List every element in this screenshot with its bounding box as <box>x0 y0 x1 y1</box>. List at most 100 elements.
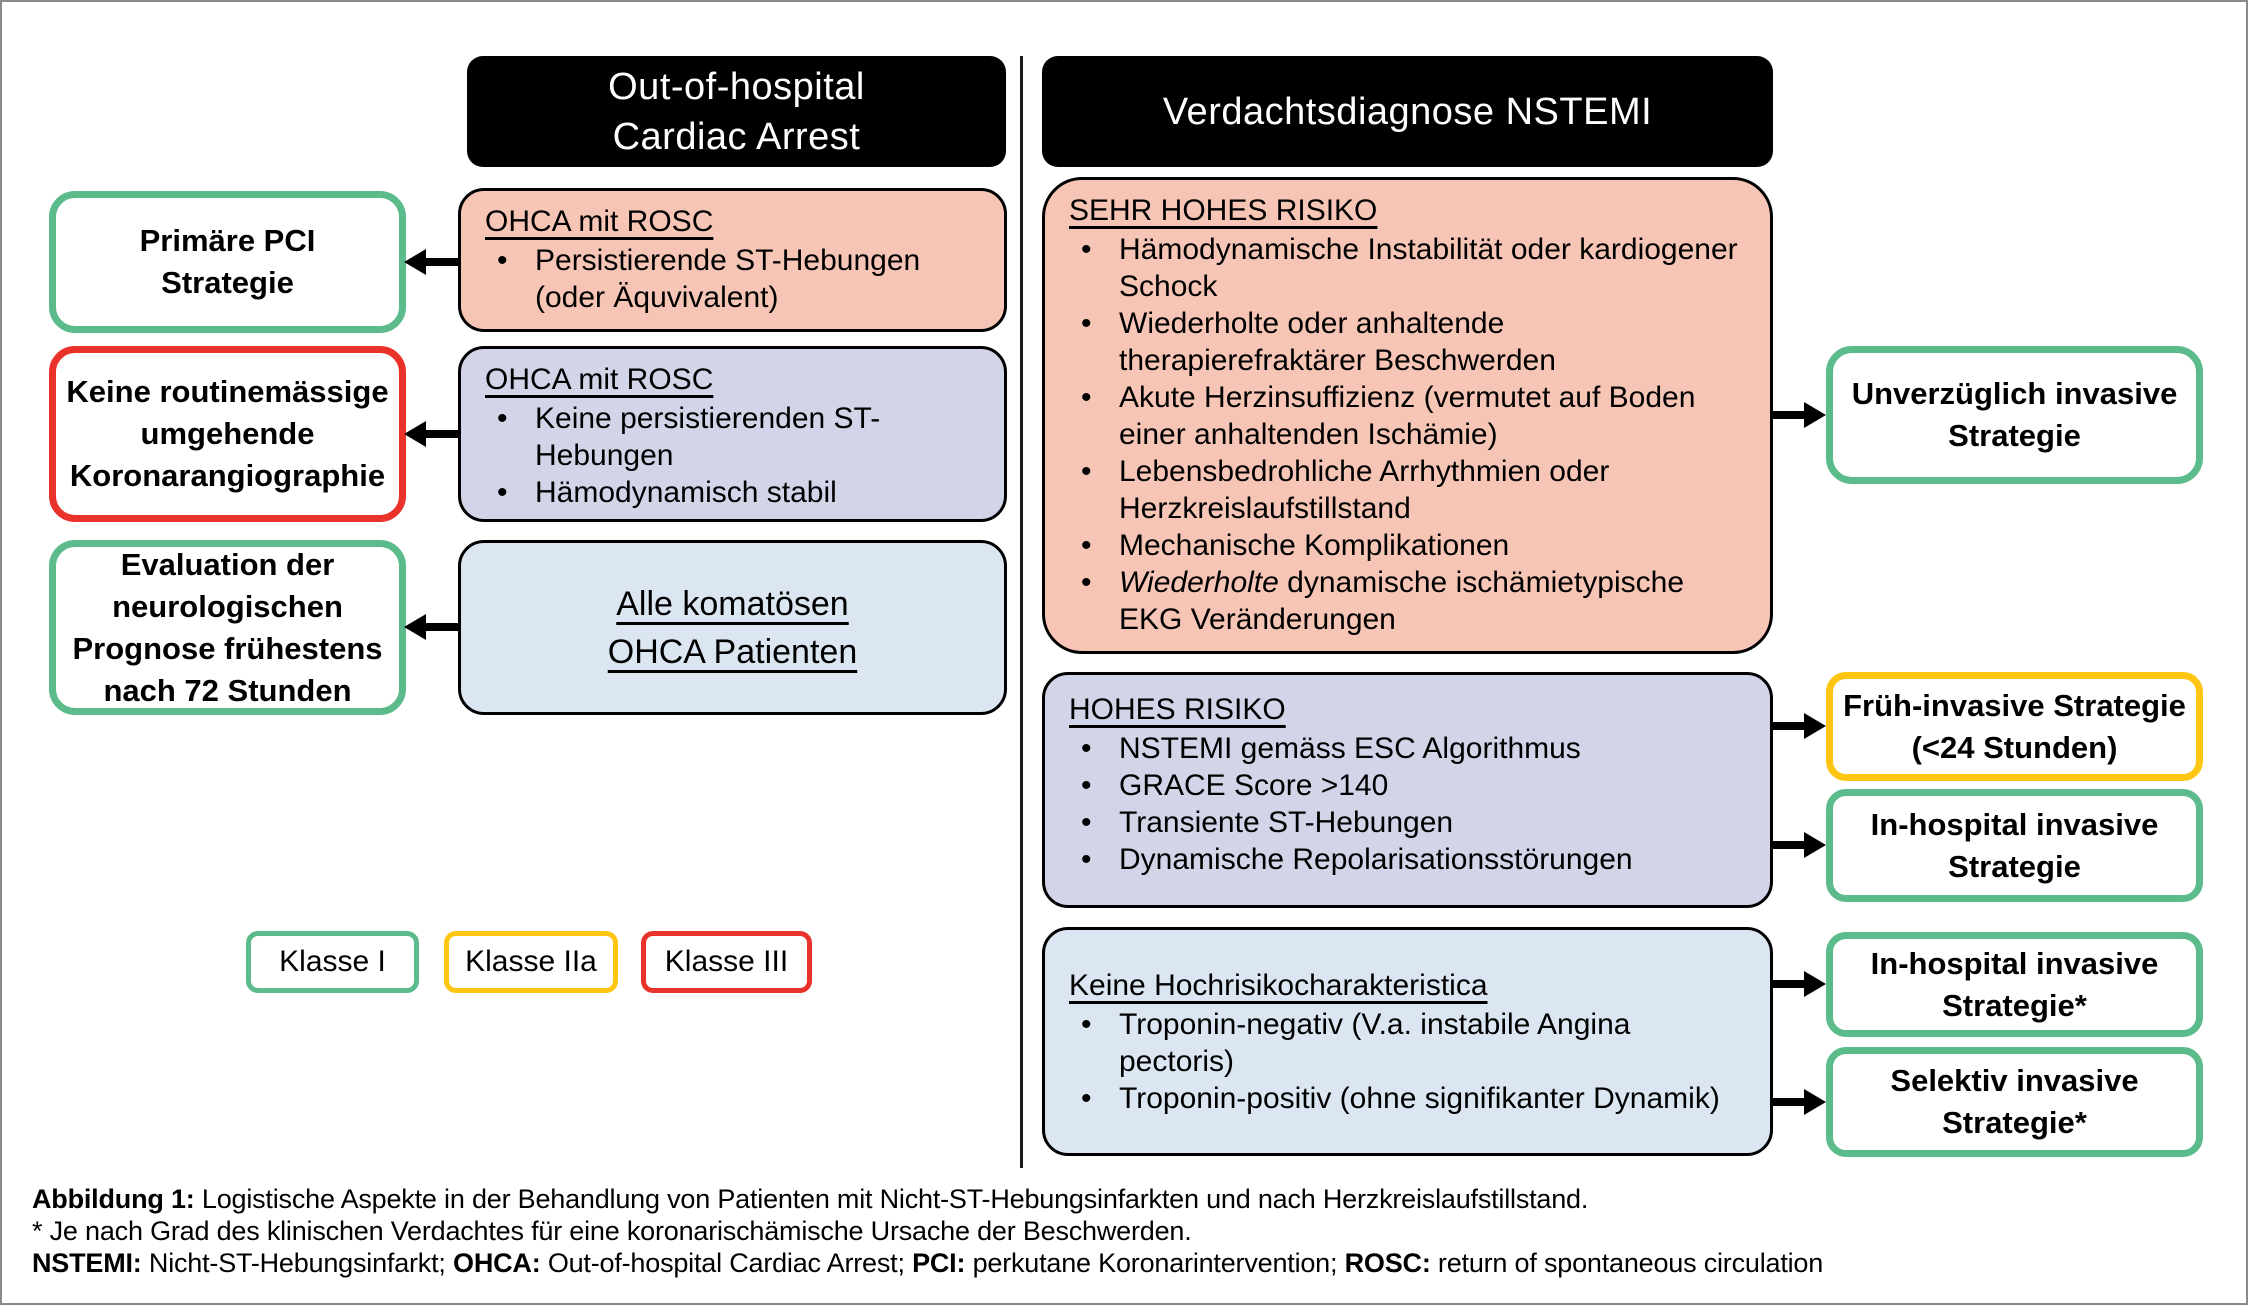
bullet-text: Persistierende ST-Hebungen (oder Äquviva… <box>535 244 921 314</box>
criteria-bullet: Mechanische Komplikationen <box>1069 527 1746 564</box>
criteria-title: Keine Hochrisikocharakteristica <box>1069 968 1488 1002</box>
flow-arrow <box>404 249 460 275</box>
abbr-term: NSTEMI: <box>32 1248 142 1278</box>
criteria-comatose-ohca: Alle komatösen OHCA Patienten <box>458 540 1007 715</box>
arrow-shaft <box>1770 1098 1808 1106</box>
legend-klasse-3: Klasse III <box>641 931 812 993</box>
caption-line-1: Abbildung 1: Logistische Aspekte in der … <box>32 1183 1823 1215</box>
outcome-inhospital-invasive-star: In-hospital invasive Strategie* <box>1826 932 2203 1037</box>
nstemi-section-header: Verdachtsdiagnose NSTEMI <box>1042 56 1773 167</box>
bullet-text: Wiederholte oder anhaltende therapierefr… <box>1119 307 1556 377</box>
abbr-definition: Nicht-ST-Hebungsinfarkt; <box>141 1248 454 1278</box>
criteria-title: OHCA mit ROSC <box>485 205 714 238</box>
bullet-text: Lebensbedrohliche Arrhythmien oder Herzk… <box>1119 455 1610 525</box>
abbr-term: PCI: <box>912 1248 966 1278</box>
arrow-head-icon <box>1804 832 1826 858</box>
caption-footnote: * Je nach Grad des klinischen Verdachtes… <box>32 1216 1192 1246</box>
bullet-text: Mechanische Komplikationen <box>1119 529 1510 562</box>
arrow-head-icon <box>404 614 426 640</box>
abbr-definition: perkutane Koronarintervention; <box>965 1248 1345 1278</box>
bullet-text: dynamische ischämietypische EKG Veränder… <box>1119 566 1685 636</box>
arrow-shaft <box>1770 980 1808 988</box>
section-divider-line <box>1020 56 1023 1168</box>
criteria-no-high-risk: Keine Hochrisikocharakteristica Troponin… <box>1042 927 1773 1156</box>
outcome-inhospital-invasive: In-hospital invasive Strategie <box>1826 789 2203 902</box>
criteria-list: Hämodynamische Instabilität oder kardiog… <box>1069 231 1746 638</box>
flow-arrow <box>1770 971 1826 997</box>
flow-arrow <box>404 421 460 447</box>
criteria-bullet: Persistierende ST-Hebungen (oder Äquviva… <box>485 242 980 316</box>
abbr-definition: return of spontaneous circulation <box>1430 1248 1824 1278</box>
arrow-head-icon <box>404 249 426 275</box>
criteria-bullet: Hämodynamisch stabil <box>485 474 980 511</box>
outcome-selective-invasive-star: Selektiv invasive Strategie* <box>1826 1047 2203 1157</box>
arrow-shaft <box>1770 411 1808 419</box>
arrow-shaft <box>422 258 460 266</box>
criteria-bullet: Troponin-positiv (ohne signifikanter Dyn… <box>1069 1080 1746 1117</box>
bullet-text: Troponin-positiv (ohne signifikanter Dyn… <box>1119 1081 1720 1115</box>
criteria-high-risk: HOHES RISIKO NSTEMI gemäss ESC Algorithm… <box>1042 672 1773 908</box>
arrow-head-icon <box>1804 1089 1826 1115</box>
bullet-text-italic: Wiederholte <box>1119 566 1279 599</box>
caption-text: Logistische Aspekte in der Behandlung vo… <box>194 1184 1589 1214</box>
criteria-title: HOHES RISIKO <box>1069 693 1286 726</box>
ohca-section-header: Out-of-hospital Cardiac Arrest <box>467 56 1006 167</box>
arrow-head-icon <box>1804 402 1826 428</box>
arrow-shaft <box>422 623 460 631</box>
criteria-bullet: Dynamische Repolarisationsstörungen <box>1069 841 1746 878</box>
arrow-head-icon <box>1804 713 1826 739</box>
criteria-bullet: Lebensbedrohliche Arrhythmien oder Herzk… <box>1069 453 1746 527</box>
bullet-text: Akute Herzinsuffizienz (vermutet auf Bod… <box>1119 381 1696 451</box>
legend-klasse-1: Klasse I <box>246 931 419 993</box>
criteria-bullet: NSTEMI gemäss ESC Algorithmus <box>1069 730 1746 767</box>
legend-klasse-2a: Klasse IIa <box>444 931 618 993</box>
criteria-bullet: Wiederholte oder anhaltende therapierefr… <box>1069 305 1746 379</box>
arrow-shaft <box>422 430 460 438</box>
bullet-text: Hämodynamische Instabilität oder kardiog… <box>1119 233 1738 303</box>
bullet-text: Transiente ST-Hebungen <box>1119 806 1454 839</box>
criteria-list: NSTEMI gemäss ESC Algorithmus GRACE Scor… <box>1069 730 1746 878</box>
flow-arrow <box>1770 1089 1826 1115</box>
criteria-list: Persistierende ST-Hebungen (oder Äquviva… <box>485 242 980 316</box>
outcome-neuro-prognosis: Evaluation der neurologischen Prognose f… <box>49 540 406 715</box>
arrow-shaft <box>1770 722 1808 730</box>
criteria-title: Alle komatösen OHCA Patienten <box>607 584 858 671</box>
flow-arrow <box>1770 832 1826 858</box>
abbr-term: ROSC: <box>1344 1248 1431 1278</box>
figure-caption: Abbildung 1: Logistische Aspekte in der … <box>32 1183 1823 1279</box>
abbr-term: OHCA: <box>453 1248 541 1278</box>
flow-arrow <box>1770 713 1826 739</box>
arrow-shaft <box>1770 841 1808 849</box>
arrow-head-icon <box>1804 971 1826 997</box>
criteria-title: OHCA mit ROSC <box>485 363 714 396</box>
arrow-head-icon <box>404 421 426 447</box>
criteria-bullet: GRACE Score >140 <box>1069 767 1746 804</box>
outcome-immediate-invasive: Unverzüglich invasive Strategie <box>1826 346 2203 484</box>
bullet-text: Keine persistierenden ST-Hebungen <box>535 402 881 472</box>
bullet-text: Hämodynamisch stabil <box>535 476 837 509</box>
flow-arrow <box>1770 402 1826 428</box>
criteria-bullet: Keine persistierenden ST-Hebungen <box>485 400 980 474</box>
caption-line-3: NSTEMI: Nicht-ST-Hebungsinfarkt; OHCA: O… <box>32 1247 1823 1279</box>
caption-figure-label: Abbildung 1: <box>32 1184 195 1214</box>
criteria-list: Troponin-negativ (V.a. instabile Angina … <box>1069 1006 1746 1117</box>
bullet-text: NSTEMI gemäss ESC Algorithmus <box>1119 732 1581 765</box>
bullet-text: GRACE Score >140 <box>1119 769 1389 802</box>
criteria-list: Keine persistierenden ST-Hebungen Hämody… <box>485 400 980 511</box>
flow-arrow <box>404 614 460 640</box>
criteria-ohca-rosc-st-elevation: OHCA mit ROSC Persistierende ST-Hebungen… <box>458 188 1007 332</box>
caption-line-2: * Je nach Grad des klinischen Verdachtes… <box>32 1215 1823 1247</box>
abbr-definition: Out-of-hospital Cardiac Arrest; <box>540 1248 913 1278</box>
criteria-bullet: Hämodynamische Instabilität oder kardiog… <box>1069 231 1746 305</box>
outcome-early-invasive: Früh-invasive Strategie (<24 Stunden) <box>1826 672 2203 781</box>
bullet-text: Troponin-negativ (V.a. instabile Angina … <box>1119 1007 1631 1078</box>
criteria-bullet: Akute Herzinsuffizienz (vermutet auf Bod… <box>1069 379 1746 453</box>
criteria-very-high-risk: SEHR HOHES RISIKO Hämodynamische Instabi… <box>1042 177 1773 654</box>
criteria-title: SEHR HOHES RISIKO <box>1069 194 1378 227</box>
outcome-primary-pci: Primäre PCI Strategie <box>49 191 406 333</box>
criteria-bullet: Wiederholte dynamische ischämietypische … <box>1069 564 1746 638</box>
outcome-no-routine-angiography: Keine routinemässige umgehende Koronaran… <box>49 346 406 522</box>
criteria-bullet: Transiente ST-Hebungen <box>1069 804 1746 841</box>
criteria-bullet: Troponin-negativ (V.a. instabile Angina … <box>1069 1006 1746 1080</box>
